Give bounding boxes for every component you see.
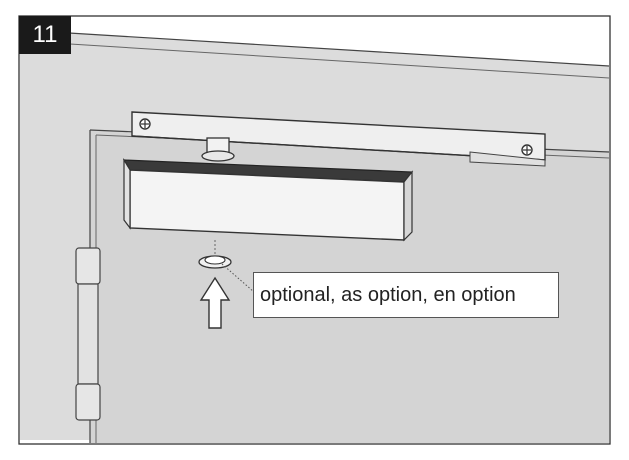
hinge	[75, 247, 101, 421]
up-arrow-icon	[199, 276, 231, 329]
optional-callout: optional, as option, en option	[253, 272, 559, 318]
frame-line-outer	[19, 29, 610, 67]
spindle	[201, 137, 235, 162]
door-closer-body	[122, 157, 414, 242]
step-number-badge: 11	[19, 16, 71, 54]
callout-leader	[221, 263, 255, 293]
frame-line-mid	[69, 43, 610, 79]
slide-rail	[131, 111, 546, 167]
